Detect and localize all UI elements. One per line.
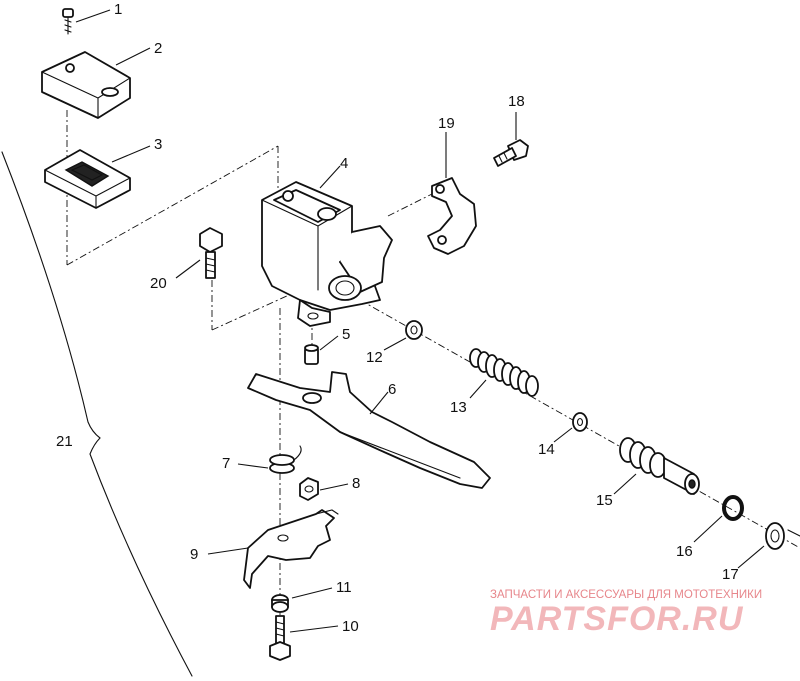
label-part-13: 13 — [450, 399, 467, 416]
part-19-clamp — [427, 177, 477, 255]
part-5-pin — [304, 344, 319, 365]
label-part-4: 4 — [340, 155, 348, 172]
part-17-boot — [765, 522, 800, 550]
label-part-2: 2 — [154, 40, 162, 57]
part-14-washer — [572, 412, 588, 432]
label-part-19: 19 — [438, 115, 455, 132]
part-4-master-cylinder — [261, 181, 393, 327]
watermark: ЗАПЧАСТИ И АКСЕССУАРЫ ДЛЯ МОТОТЕХНИКИ PA… — [490, 589, 762, 638]
part-18-bolt — [493, 139, 529, 167]
label-part-10: 10 — [342, 618, 359, 635]
label-part-20: 20 — [150, 275, 167, 292]
label-part-12: 12 — [366, 349, 383, 366]
part-11-washer — [271, 594, 289, 613]
label-part-9: 9 — [190, 546, 198, 563]
label-part-11: 11 — [336, 579, 352, 596]
watermark-logo: PARTSFOR.RU — [490, 600, 744, 638]
part-labels: 1 2 3 4 5 6 7 8 9 10 11 12 13 14 15 16 1… — [56, 1, 739, 635]
part-2-cover — [41, 51, 131, 119]
label-part-16: 16 — [676, 543, 693, 560]
label-part-7: 7 — [222, 455, 230, 472]
label-part-3: 3 — [154, 136, 162, 153]
part-10-bolt — [269, 615, 291, 661]
part-12-washer — [405, 320, 423, 340]
label-part-6: 6 — [388, 381, 396, 398]
assembly-bracket — [1, 151, 193, 677]
part-20-bolt — [199, 227, 223, 279]
part-13-spring — [469, 348, 539, 397]
label-part-21: 21 — [56, 433, 73, 450]
part-15-piston — [619, 437, 700, 495]
label-part-1: 1 — [114, 1, 122, 18]
part-7-spring — [269, 445, 302, 474]
label-part-14: 14 — [538, 441, 555, 458]
part-3-diaphragm — [44, 149, 131, 209]
label-part-5: 5 — [342, 326, 350, 343]
part-1-screw — [62, 8, 74, 35]
part-16-circlip — [722, 495, 744, 521]
part-9-bracket — [243, 509, 339, 589]
label-part-15: 15 — [596, 492, 613, 509]
watermark-caption: ЗАПЧАСТИ И АКСЕССУАРЫ ДЛЯ МОТОТЕХНИКИ — [490, 589, 762, 601]
part-6-lever — [247, 371, 491, 489]
label-part-17: 17 — [722, 566, 739, 583]
label-part-8: 8 — [352, 475, 360, 492]
label-part-18: 18 — [508, 93, 525, 110]
part-8-nut — [299, 477, 319, 501]
leader-lines — [75, 9, 765, 633]
